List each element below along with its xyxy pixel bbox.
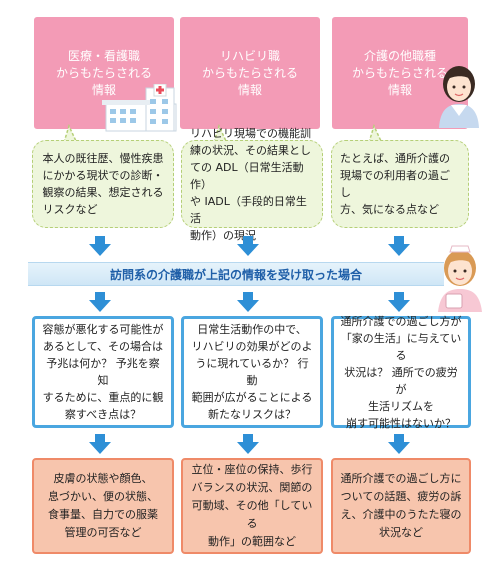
female-caregiver-icon [439,66,479,128]
down-arrow-2a [237,236,259,256]
down-arrow-2c [237,434,259,454]
source-box-care: 介護の他職種 からもたらされる 情報 [332,17,468,129]
source-label-medical: 医療・看護職 からもたらされる 情報 [55,49,152,97]
female-nurse-icon [438,245,482,312]
down-arrow-3a [388,236,410,256]
question-box-rehab: 日常生活動作の中で、 リハビリの効果がどのよ うに現れているか？ 行動 範囲が広… [181,316,323,428]
question-rehab-text: 日常生活動作の中で、 リハビリの効果がどのよ うに現れているか？ 行動 範囲が広… [191,323,313,421]
down-arrow-3c [388,434,410,454]
info-bubble-care-text: たとえば、通所介護の 現場での利用者の過ごし 方、気になる点など [340,152,450,216]
question-box-care: 通所介護での過ごし方が 「家の生活」に与えている 状況は？ 通所での疲労が 生活… [331,315,471,430]
scenario-banner-text: 訪問系の介護職が上記の情報を受け取った場合 [109,267,362,282]
answer-box-rehab: 立位・座位の保持、歩行 バランスの状況、関節の 可動域、その他「している 動作」… [181,458,323,554]
answer-rehab-text: 立位・座位の保持、歩行 バランスの状況、関節の 可動域、その他「している 動作」… [191,463,313,548]
info-bubble-care: たとえば、通所介護の 現場での利用者の過ごし 方、気になる点など [331,140,469,228]
answer-box-care: 通所介護での過ごし方に ついての話題、疲労の訴 え、介護中のうたた寝の 状況など [331,458,471,554]
answer-box-medical: 皮膚の状態や顔色、 息づかい、便の状態、 食事量、自力での服薬 管理の可否など [32,458,174,554]
info-bubble-medical: 本人の既往歴、慢性疾患 にかかる現状での診断・ 観察の結果、想定される リスクな… [32,140,174,228]
down-arrow-1c [89,434,111,454]
down-arrow-1b [89,292,111,312]
down-arrow-2b [237,292,259,312]
down-arrow-1a [89,236,111,256]
question-medical-text: 容態が悪化する可能性が あるとして、その場合は 予兆は何か？ 予兆を察知 するた… [42,323,164,421]
question-box-medical: 容態が悪化する可能性が あるとして、その場合は 予兆は何か？ 予兆を察知 するた… [32,316,174,428]
scenario-banner: 訪問系の介護職が上記の情報を受け取った場合 [28,262,444,286]
source-label-rehab: リハビリ職 からもたらされる 情報 [201,49,298,97]
source-box-medical: 医療・看護職 からもたらされる 情報 [34,17,174,129]
info-bubble-rehab: リハビリ現場での機能訓 練の状況、その結果とし ての ADL（日常生活動作） や… [181,127,323,242]
answer-medical-text: 皮膚の状態や顔色、 息づかい、便の状態、 食事量、自力での服薬 管理の可否など [48,472,158,539]
source-box-rehab: リハビリ職 からもたらされる 情報 [180,17,320,129]
info-bubble-rehab-text: リハビリ現場での機能訓 練の状況、その結果とし ての ADL（日常生活動作） や… [190,126,311,242]
answer-care-text: 通所介護での過ごし方に ついての話題、疲労の訴 え、介護中のうたた寝の 状況など [340,472,462,539]
hospital-building-icon [102,84,177,132]
source-label-care: 介護の他職種 からもたらされる 情報 [351,49,448,97]
down-arrow-3b [388,292,410,312]
question-care-text: 通所介護での過ごし方が 「家の生活」に与えている 状況は？ 通所での疲労が 生活… [340,314,462,430]
info-bubble-medical-text: 本人の既往歴、慢性疾患 にかかる現状での診断・ 観察の結果、想定される リスクな… [42,152,164,216]
